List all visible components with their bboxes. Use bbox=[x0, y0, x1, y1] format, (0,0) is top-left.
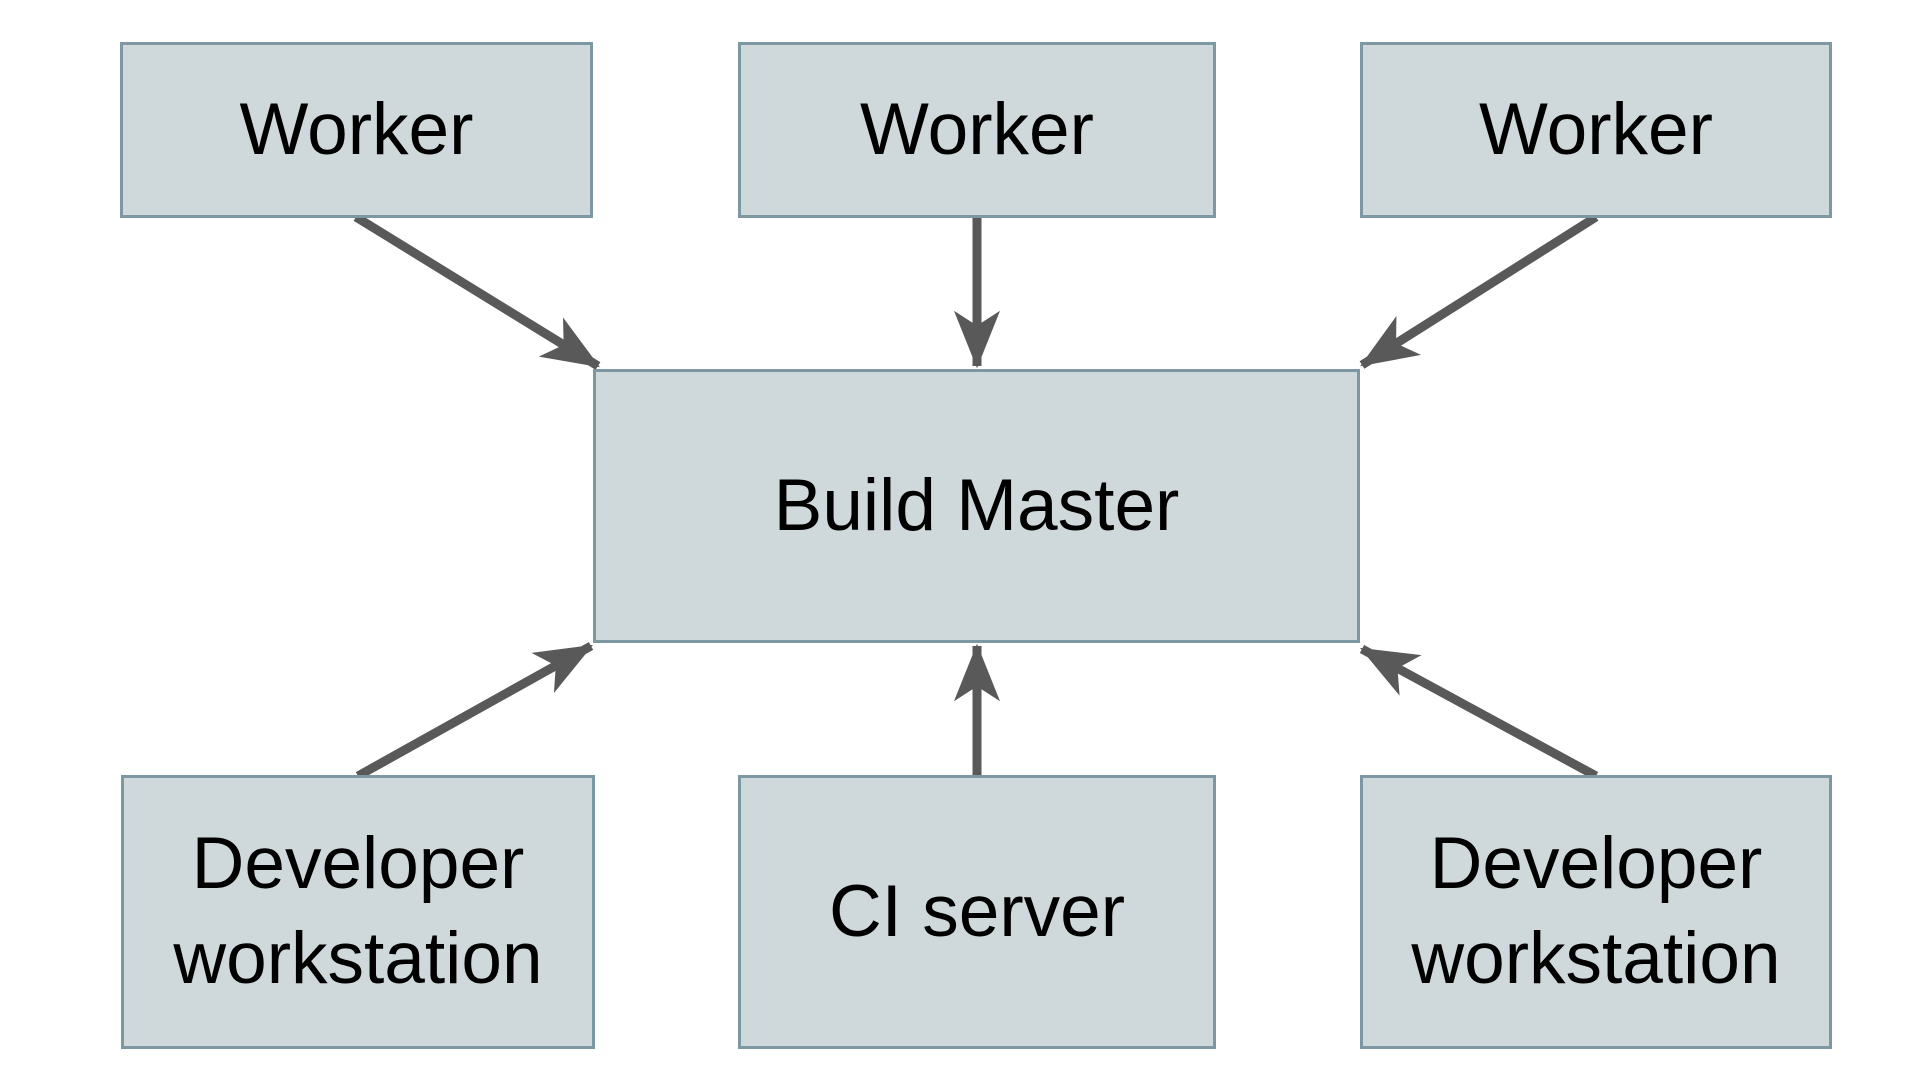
node-worker-2-label: Worker bbox=[860, 88, 1094, 170]
node-developer-workstation-right-label: Developer workstation bbox=[1411, 823, 1781, 999]
node-build-master: Build Master bbox=[593, 369, 1360, 643]
node-ci-server-label: CI server bbox=[828, 870, 1126, 952]
node-developer-workstation-left-label: Developer workstation bbox=[173, 823, 543, 999]
edge-developer-workstation-left-to-build-master bbox=[355, 642, 594, 780]
node-worker-3-label: Worker bbox=[1479, 88, 1713, 170]
node-build-master-label: Build Master bbox=[773, 464, 1180, 546]
edge-worker-3-to-build-master bbox=[1359, 213, 1599, 369]
node-worker-2: Worker bbox=[738, 42, 1216, 218]
node-ci-server: CI server bbox=[738, 775, 1216, 1049]
node-worker-3: Worker bbox=[1360, 42, 1832, 218]
node-worker-1: Worker bbox=[120, 42, 593, 218]
node-developer-workstation-left: Developer workstation bbox=[121, 775, 595, 1049]
node-worker-1-label: Worker bbox=[239, 88, 474, 170]
node-developer-workstation-right: Developer workstation bbox=[1360, 775, 1832, 1049]
edge-developer-workstation-right-to-build-master bbox=[1359, 645, 1599, 780]
edge-worker-1-to-build-master bbox=[353, 213, 601, 370]
